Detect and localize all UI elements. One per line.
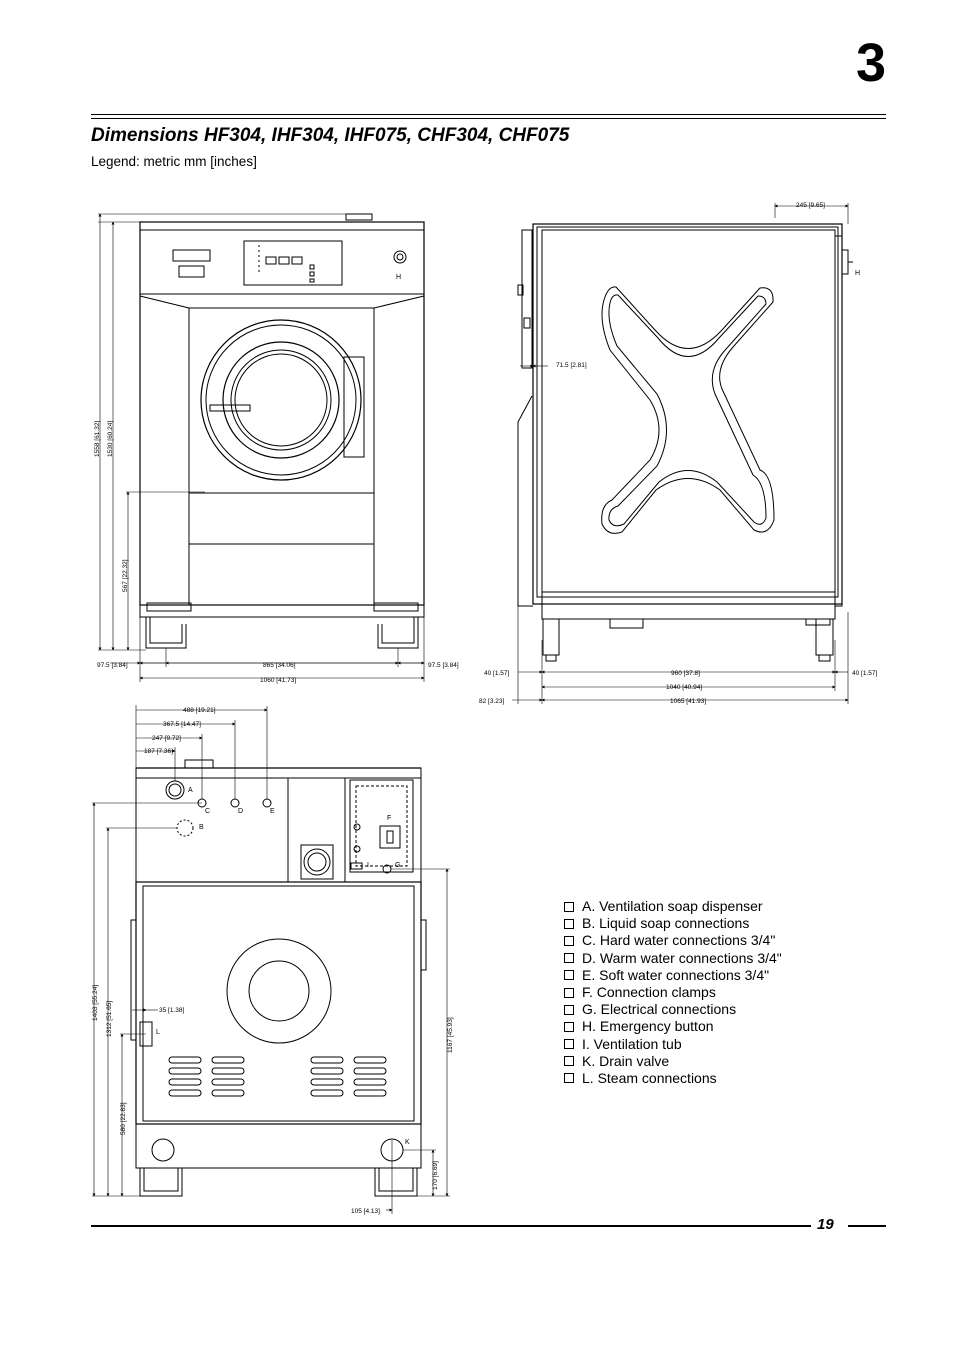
label-h-side: H xyxy=(855,270,860,277)
dim-front-width: 1060 [41.73] xyxy=(260,677,296,684)
rear-view-dimensions xyxy=(92,705,450,1214)
dim-front-door-center: 567 [22.32] xyxy=(122,559,129,592)
side-view-dim-text: 245 [9.65] 71.5 [2.81] 40 [1.57] 960 [37… xyxy=(479,202,877,705)
component-legend: A. Ventilation soap dispenser B. Liquid … xyxy=(564,898,782,1087)
page-title: Dimensions HF304, IHF304, IHF075, CHF304… xyxy=(91,125,570,146)
legend-item: E. Soft water connections 3/4" xyxy=(564,967,782,984)
dim-front-left-offset: 97.5 [3.84] xyxy=(97,662,128,669)
label-k: K xyxy=(405,1139,410,1146)
checkbox-icon xyxy=(564,987,574,998)
label-b: B xyxy=(199,824,204,831)
dim-rear-height-b: 1312 [51.65] xyxy=(106,1001,113,1037)
dim-rear-k-height: 170 [6.69] xyxy=(432,1161,439,1190)
header-rule-secondary xyxy=(91,118,886,119)
dim-rear-a-pos: 187 [7.36] xyxy=(144,748,173,755)
checkbox-icon xyxy=(564,1056,574,1067)
legend-item: I. Ventilation tub xyxy=(564,1036,782,1053)
page-number: 19 xyxy=(817,1216,834,1233)
dim-front-height-body: 1530 [60.24] xyxy=(107,421,114,457)
checkbox-icon xyxy=(564,935,574,946)
dim-side-depth-total: 1065 [41.93] xyxy=(670,698,706,705)
checkbox-icon xyxy=(564,1004,574,1015)
dim-side-depth-body: 1040 [40.94] xyxy=(666,684,702,691)
rear-view-dim-text: 488 [19.21] 367.5 [14.47] 247 [9.72] 187… xyxy=(92,707,454,1215)
footer-rule xyxy=(91,1225,811,1227)
dim-rear-c-pos: 247 [9.72] xyxy=(152,735,181,742)
front-view-dimensions xyxy=(98,213,425,682)
dim-rear-k-pos: 105 [4.13] xyxy=(351,1208,380,1215)
legend-item: L. Steam connections xyxy=(564,1070,782,1087)
dim-side-feet-span: 960 [37.8] xyxy=(671,670,700,677)
legend-item: B. Liquid soap connections xyxy=(564,915,782,932)
legend-item: C. Hard water connections 3/4" xyxy=(564,932,782,949)
legend-item: A. Ventilation soap dispenser xyxy=(564,898,782,915)
side-view xyxy=(517,223,853,662)
label-d: D xyxy=(238,808,243,815)
dim-front-height-total: 1558 [61.32] xyxy=(94,421,101,457)
dim-rear-e-pos: 488 [19.21] xyxy=(183,707,216,714)
rear-vents xyxy=(168,1056,387,1097)
legend-item: H. Emergency button xyxy=(564,1018,782,1035)
legend-item: D. Warm water connections 3/4" xyxy=(564,950,782,967)
checkbox-icon xyxy=(564,901,574,912)
front-view xyxy=(139,213,425,649)
footer-rule-right xyxy=(848,1225,886,1227)
label-e: E xyxy=(270,808,275,815)
label-f: F xyxy=(387,815,391,822)
side-view-dimensions xyxy=(512,203,849,704)
label-l: L xyxy=(156,1029,160,1036)
checkbox-icon xyxy=(564,970,574,981)
rear-view xyxy=(130,759,427,1197)
dim-rear-height-l: 580 [22.83] xyxy=(120,1102,127,1135)
chapter-number: 3 xyxy=(855,33,886,93)
dim-side-left-foot: 40 [1.57] xyxy=(484,670,509,677)
checkbox-icon xyxy=(564,1021,574,1032)
dim-side-back-offset: 82 [3.23] xyxy=(479,698,504,705)
label-h-front: H xyxy=(396,274,401,281)
checkbox-icon xyxy=(564,1073,574,1084)
checkbox-icon xyxy=(564,918,574,929)
dim-front-feet-span: 865 [34.06] xyxy=(263,662,296,669)
legend-item: K. Drain valve xyxy=(564,1053,782,1070)
label-i: I xyxy=(367,862,369,869)
checkbox-icon xyxy=(564,1039,574,1050)
units-legend: Legend: metric mm [inches] xyxy=(91,154,257,169)
front-view-dim-text: 1558 [61.32] 1530 [60.24] 567 [22.32] 97… xyxy=(94,274,459,684)
legend-item: F. Connection clamps xyxy=(564,984,782,1001)
dim-front-right-offset: 97.5 [3.84] xyxy=(428,662,459,669)
legend-item: G. Electrical connections xyxy=(564,1001,782,1018)
label-c: C xyxy=(205,808,210,815)
dim-rear-height-g: 1167 [45.93] xyxy=(447,1017,454,1053)
dim-side-right-foot: 40 [1.57] xyxy=(852,670,877,677)
checkbox-icon xyxy=(564,953,574,964)
label-g: G xyxy=(395,862,400,869)
header-rule xyxy=(91,114,886,115)
label-a: A xyxy=(188,787,193,794)
dim-rear-l-width: 35 [1.38] xyxy=(159,1007,184,1014)
dim-rear-d-pos: 367.5 [14.47] xyxy=(163,721,201,728)
dim-rear-height-total: 1403 [55.24] xyxy=(92,985,99,1021)
dim-side-top-offset: 245 [9.65] xyxy=(796,202,825,209)
dim-side-panel-depth: 71.5 [2.81] xyxy=(556,362,587,369)
